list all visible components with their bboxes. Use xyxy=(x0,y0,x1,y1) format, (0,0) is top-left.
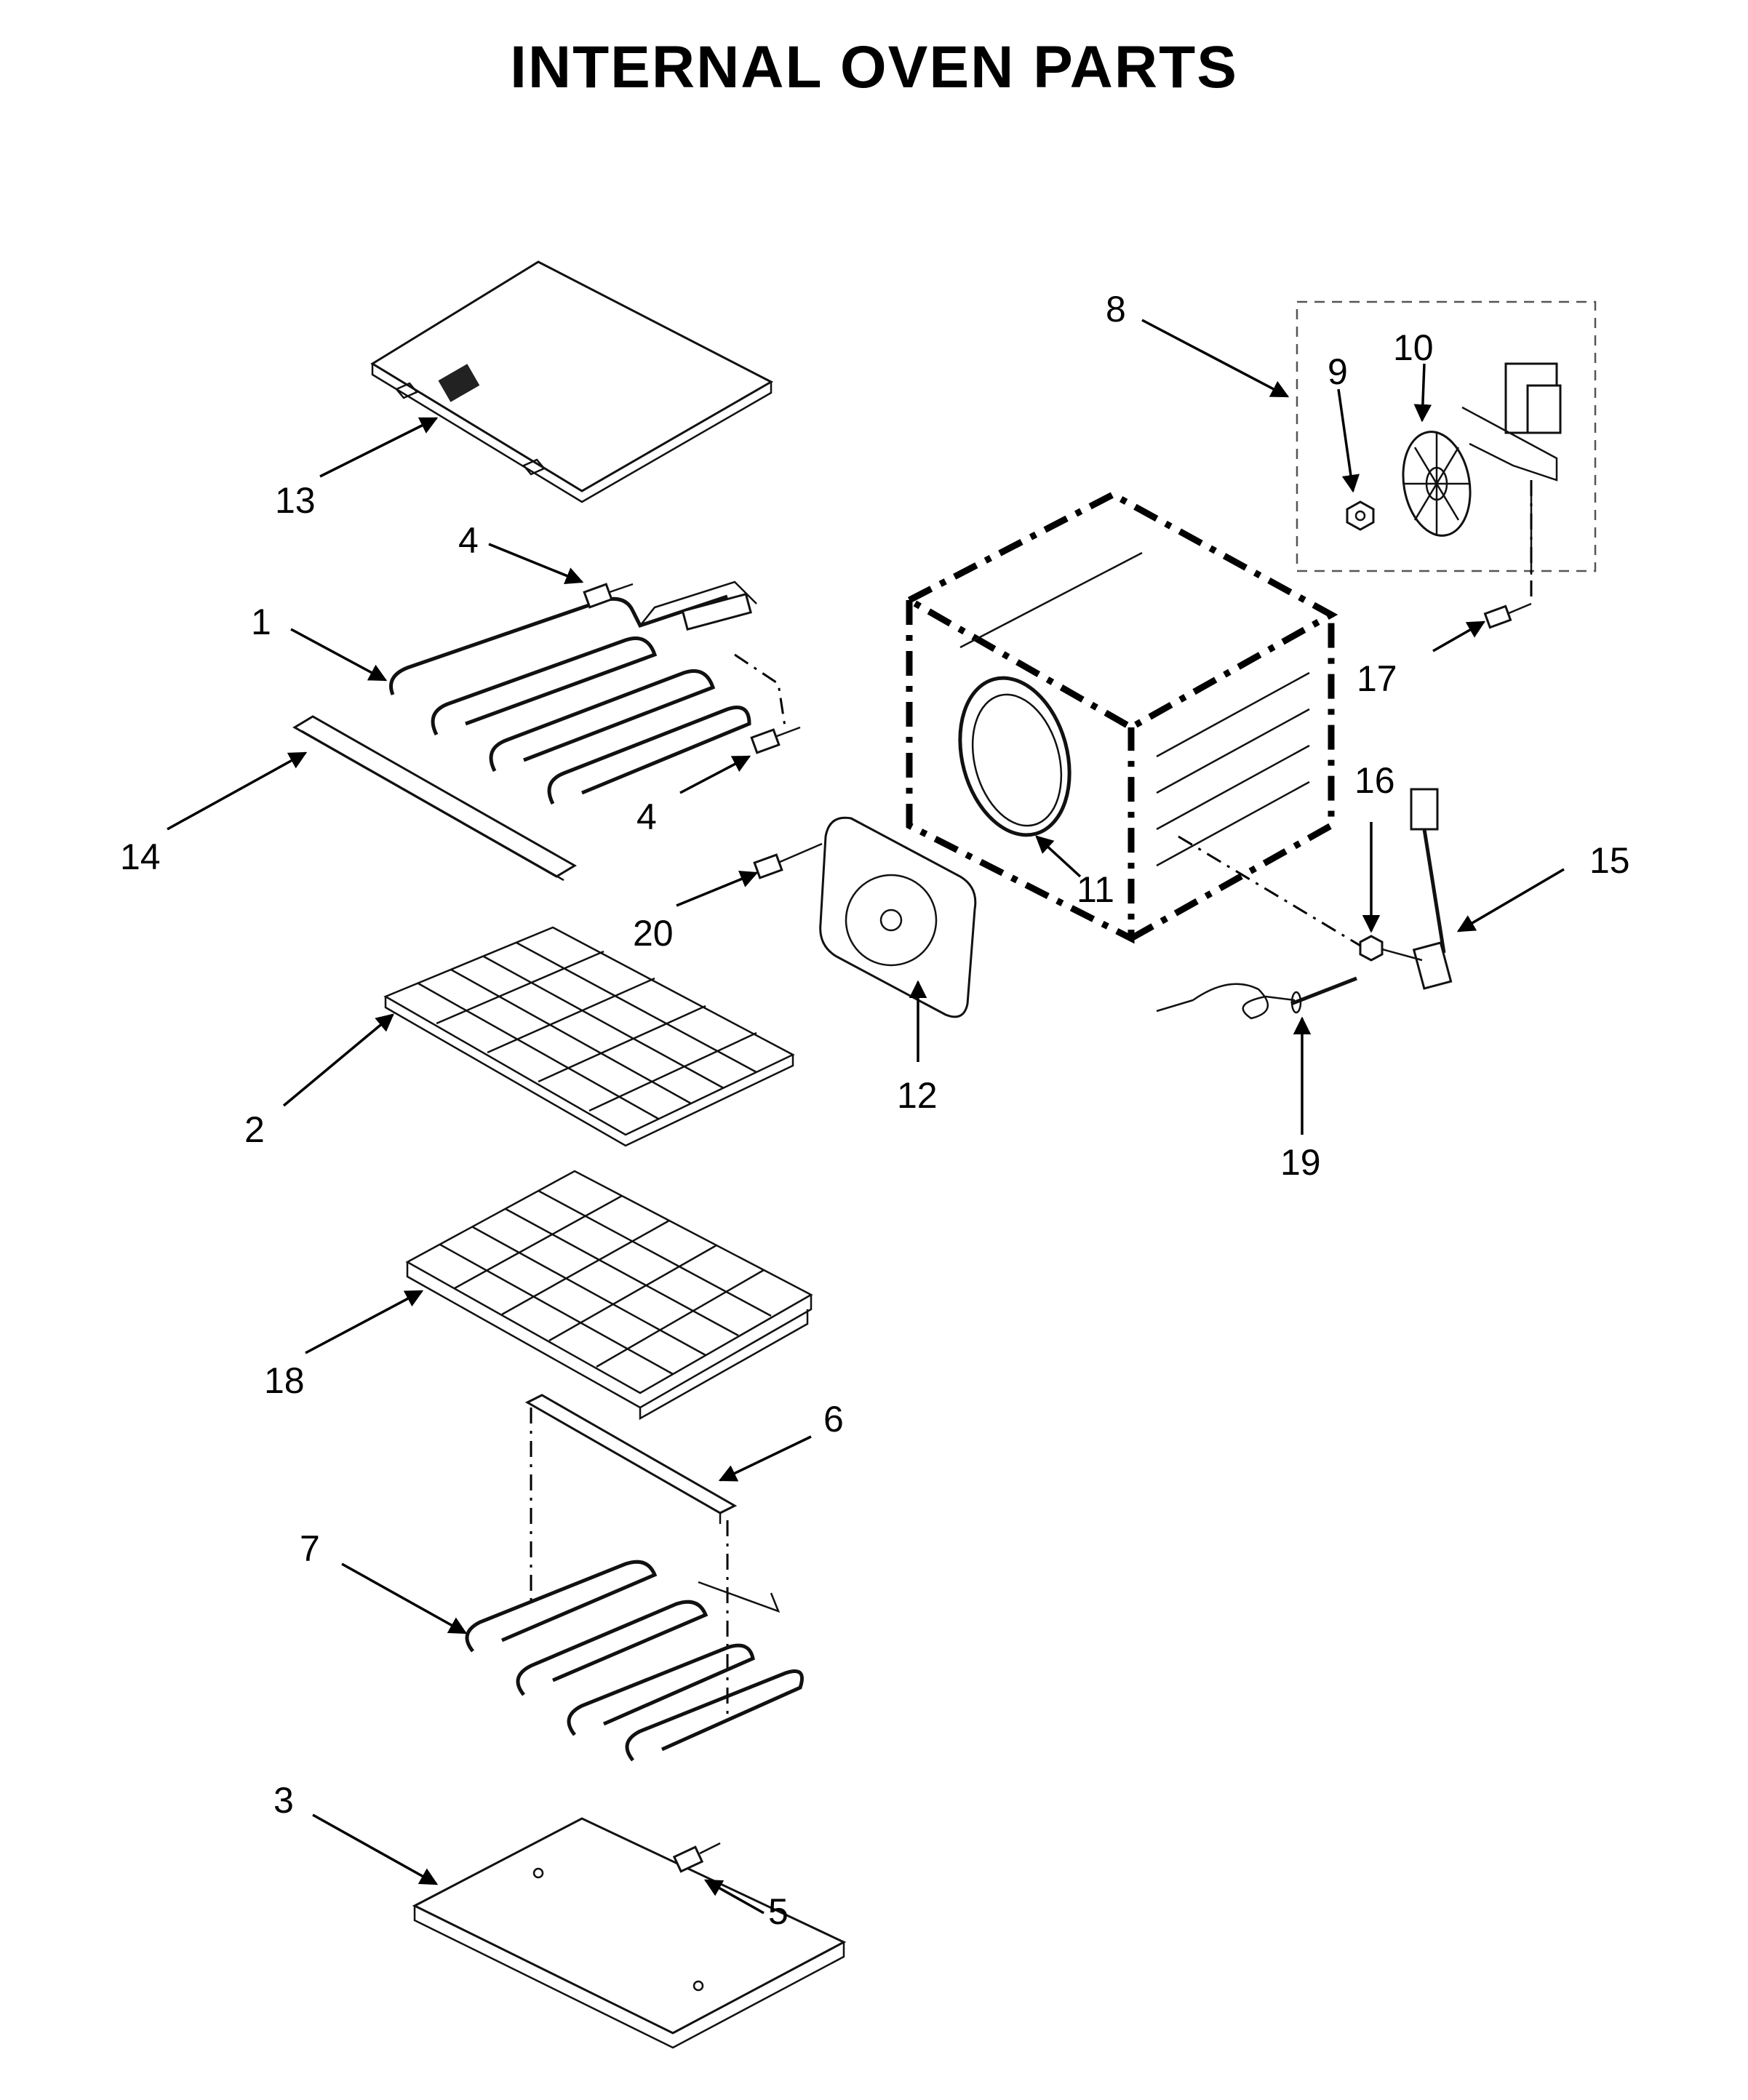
callout-18: 18 xyxy=(264,1360,305,1401)
meat-probe-part-19[interactable] xyxy=(1156,976,1357,1020)
page-title: INTERNAL OVEN PARTS xyxy=(510,34,1238,100)
callout-4-upper: 4 xyxy=(458,520,479,561)
screw-part-4-lower[interactable] xyxy=(750,726,801,754)
callout-17: 17 xyxy=(1357,658,1397,699)
callout-16: 16 xyxy=(1354,760,1395,801)
oven-rack-part-2[interactable] xyxy=(383,926,795,1147)
callout-6: 6 xyxy=(823,1399,844,1440)
screw-part-17[interactable] xyxy=(1483,602,1532,629)
fan-cover-part-12[interactable] xyxy=(819,816,977,1018)
callout-8: 8 xyxy=(1106,289,1126,330)
nut-part-16[interactable] xyxy=(1359,935,1384,962)
callout-labels: 13 4 1 4 14 2 18 6 7 3 5 8 9 10 11 20 12… xyxy=(120,289,1630,1932)
lower-bake-element-part-7[interactable] xyxy=(465,1560,804,1762)
callout-11: 11 xyxy=(1077,869,1114,910)
bottom-panel-part-3[interactable] xyxy=(412,1817,847,2049)
callout-1: 1 xyxy=(251,602,271,642)
callout-7: 7 xyxy=(300,1528,320,1569)
screw-part-4-upper[interactable] xyxy=(583,583,634,609)
convection-motor[interactable] xyxy=(1461,362,1562,575)
callout-9: 9 xyxy=(1328,351,1348,392)
leader-lines xyxy=(167,319,1565,1915)
motor-kit-outline-part-8 xyxy=(1296,300,1597,572)
callout-13: 13 xyxy=(275,480,316,521)
upper-heating-element-part-1[interactable] xyxy=(389,580,757,805)
oven-cavity xyxy=(902,490,1338,944)
callout-15: 15 xyxy=(1589,840,1630,881)
top-panel-part-13[interactable] xyxy=(370,260,774,503)
screw-part-5[interactable] xyxy=(672,1842,721,1873)
nut-part-9[interactable] xyxy=(1346,500,1375,531)
temperature-sensor-part-15[interactable] xyxy=(1381,788,1453,990)
callout-3: 3 xyxy=(274,1780,294,1821)
callout-5: 5 xyxy=(768,1891,789,1932)
convection-element-part-11[interactable] xyxy=(943,666,1086,847)
screw-part-20[interactable] xyxy=(753,842,823,879)
callout-14: 14 xyxy=(120,837,161,877)
fan-blade-part-10[interactable] xyxy=(1395,426,1478,540)
vent-trim-part-14[interactable] xyxy=(292,715,577,882)
callout-19: 19 xyxy=(1280,1142,1321,1183)
callout-10: 10 xyxy=(1393,327,1434,368)
callout-2: 2 xyxy=(244,1109,265,1150)
callout-20: 20 xyxy=(633,913,674,954)
sliding-rack-part-18[interactable] xyxy=(405,1170,813,1421)
element-bracket-part-6[interactable] xyxy=(524,1394,738,1524)
callout-12: 12 xyxy=(897,1075,938,1116)
callout-4-lower: 4 xyxy=(636,797,657,837)
